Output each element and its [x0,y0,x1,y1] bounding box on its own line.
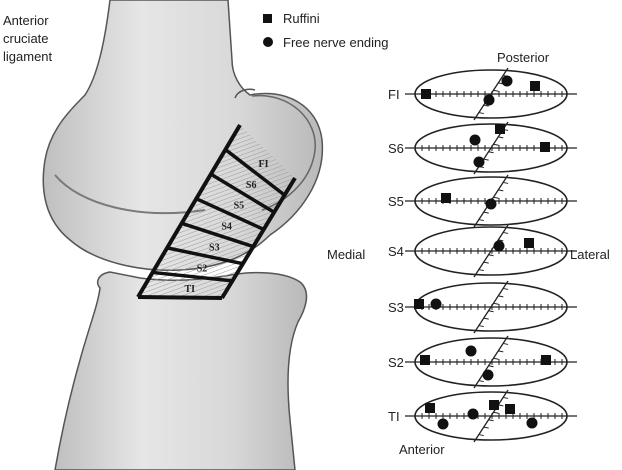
axis-tick [484,212,489,213]
section-label: S2 [388,355,404,370]
cross-section-ti: TI [388,390,577,442]
free-nerve-ending-marker [527,418,538,429]
free-nerve-ending-marker [494,241,505,252]
axis-tick [503,288,508,289]
cross-section-s3: S3 [388,281,577,333]
ruffini-marker [541,355,551,365]
section-label: S5 [388,194,404,209]
free-nerve-ending-marker [474,157,485,168]
acl-label-line-1: Anterior [3,13,49,28]
axis-tick [503,343,508,344]
ligament-segment-label: FI [258,159,268,170]
axis-tick [484,318,489,319]
ruffini-marker [441,193,451,203]
cross-section-s5: S5 [388,175,577,227]
ligament-segment-label: S4 [221,222,232,233]
ruffini-marker [414,299,424,309]
axis-tick [484,262,489,263]
axis-tick [479,220,484,221]
axis-tick [479,381,484,382]
ruffini-marker [425,403,435,413]
free-nerve-ending-marker [438,419,449,430]
acl-label-line-2: cruciate [3,31,49,46]
axis-tick [493,90,498,91]
ruffini-marker [505,404,515,414]
axis-tick [479,270,484,271]
cross-section-s2: S2 [388,336,577,388]
ligament-segment-label: S3 [209,242,220,253]
axis-tick [493,412,498,413]
section-label: TI [388,409,400,424]
ligament-edge-bottom [138,297,222,298]
legend-free-nerve-label: Free nerve ending [283,35,389,50]
medial-label: Medial [327,247,365,262]
ligament-segment-label: TI [184,284,195,295]
cross-section-s4: S4 [388,225,577,277]
axis-tick [493,144,498,145]
axis-tick [503,182,508,183]
ruffini-marker [530,81,540,91]
axis-tick [489,152,494,153]
legend-ruffini-label: Ruffini [283,11,320,26]
free-nerve-ending-marker [466,346,477,357]
free-nerve-ending-marker [502,76,513,87]
ruffini-marker [495,124,505,134]
posterior-label: Posterior [497,50,550,65]
cross-section-fi: FI [388,68,577,120]
axis-tick [479,326,484,327]
axis-tick [503,397,508,398]
ligament-segment-label: S2 [197,263,208,274]
ligament-segment-label: S6 [246,180,257,191]
axis-tick [498,137,503,138]
lateral-label: Lateral [570,247,610,262]
axis-tick [498,351,503,352]
axis-tick [489,420,494,421]
axis-tick [489,366,494,367]
axis-tick [484,159,489,160]
axis-tick [498,296,503,297]
section-label: S6 [388,141,404,156]
ligament-segment-label: S5 [234,201,245,212]
legend-square-icon [263,14,272,23]
axis-tick [493,197,498,198]
legend: Ruffini Free nerve ending [263,11,389,50]
axis-tick [498,190,503,191]
axis-tick [493,303,498,304]
axis-tick [479,435,484,436]
tibia-bone [55,272,306,470]
section-label: S4 [388,244,404,259]
acl-label-line-3: ligament [3,49,53,64]
free-nerve-ending-marker [486,199,497,210]
axis-tick [493,358,498,359]
free-nerve-ending-marker [484,95,495,106]
section-label: FI [388,87,400,102]
ruffini-marker [489,400,499,410]
axis-tick [489,255,494,256]
axis-tick [479,113,484,114]
ruffini-marker [420,355,430,365]
ruffini-marker [524,238,534,248]
free-nerve-ending-marker [468,409,479,420]
free-nerve-ending-marker [431,299,442,310]
legend-circle-icon [263,37,273,47]
axis-tick [489,311,494,312]
axis-tick [503,232,508,233]
section-label: S3 [388,300,404,315]
ruffini-marker [540,142,550,152]
free-nerve-ending-marker [483,370,494,381]
free-nerve-ending-marker [470,135,481,146]
cross-section-s6: S6 [388,122,577,174]
axis-tick [484,427,489,428]
ruffini-marker [421,89,431,99]
axis-tick [498,405,503,406]
anterior-label: Anterior [399,442,445,457]
